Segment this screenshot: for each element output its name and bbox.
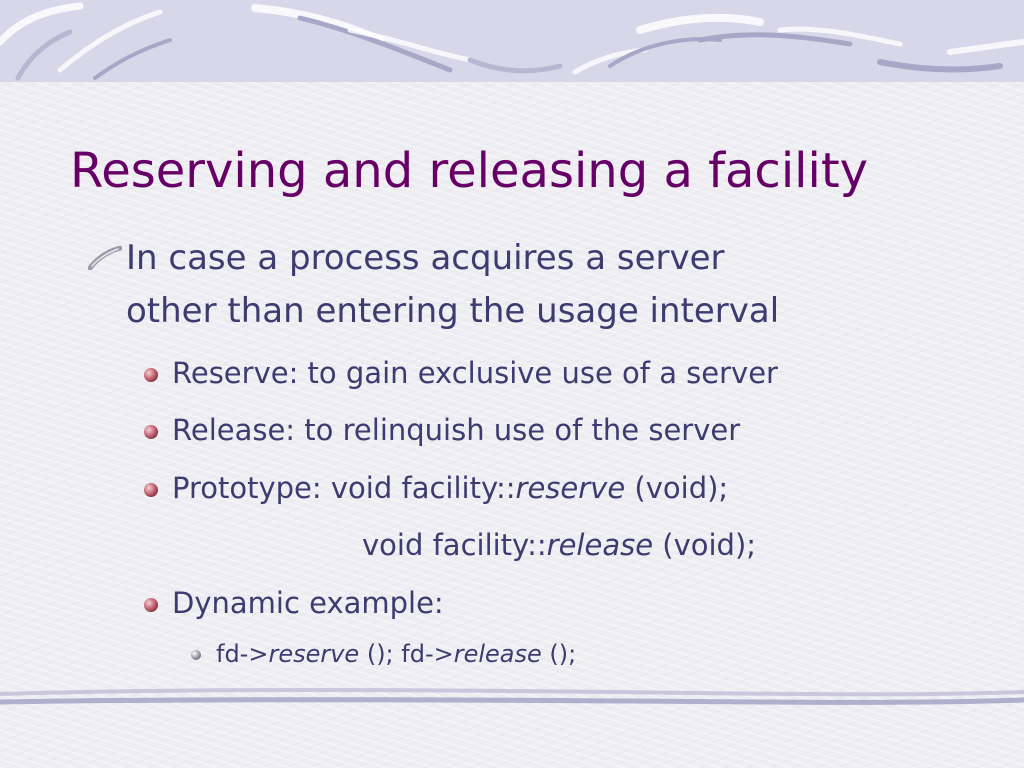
method-name: release (546, 528, 654, 562)
swash-stroke (636, 13, 764, 34)
prototype-prefix: void facility:: (362, 528, 547, 562)
sphere-bullet-icon (144, 598, 158, 612)
swash-stroke (15, 29, 73, 81)
method-name: release (453, 640, 542, 668)
method-name: reserve (515, 471, 626, 505)
sub-bullet-line: Prototype: void facility::reserve (void)… (172, 468, 728, 508)
prototype-suffix: (void); (625, 471, 729, 505)
bullet-line: other than entering the usage interval (126, 291, 780, 331)
swash-stroke (57, 9, 163, 73)
sub-sub-bullet-line: fd->reserve (); fd->release (); (216, 637, 576, 671)
sub-bullet-line: Reserve: to gain exclusive use of a serv… (172, 356, 778, 390)
swash-stroke (347, 27, 473, 63)
swash-stroke (0, 2, 84, 46)
code-text: (); (541, 640, 577, 668)
small-sphere-bullet-icon (191, 650, 201, 660)
swash-stroke (947, 39, 1024, 55)
swash-stroke (697, 32, 853, 47)
swash-stroke (777, 26, 903, 47)
sub-bullet-line: Release: to relinquish use of the server (172, 413, 741, 447)
swash-stroke (467, 57, 563, 74)
sphere-bullet-icon (144, 425, 158, 439)
sub-bullet-line: Dynamic example: (172, 586, 444, 620)
code-text: fd-> (216, 640, 269, 668)
prototype-prefix: Prototype: void facility:: (172, 471, 516, 505)
quill-stroke-icon (88, 246, 122, 270)
swash-stroke (877, 59, 1003, 73)
sphere-bullet-icon (144, 368, 158, 382)
bullet-line: In case a process acquires a server (126, 238, 725, 278)
sub-bullet-continuation: void facility::release (void); (362, 525, 756, 565)
prototype-suffix: (void); (653, 528, 757, 562)
decorative-swash-band (0, 0, 1024, 82)
swash-stroke (297, 15, 453, 73)
code-text: (); fd-> (359, 640, 454, 668)
decorative-bottom-rule (0, 688, 1024, 705)
swash-stroke (93, 38, 172, 80)
sphere-bullet-icon (144, 483, 158, 497)
slide-title: Reserving and releasing a facility (70, 143, 869, 199)
method-name: reserve (268, 640, 360, 668)
